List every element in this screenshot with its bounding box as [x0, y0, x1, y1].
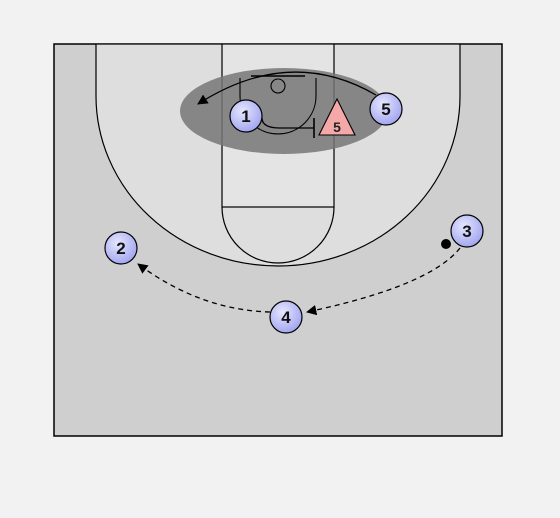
- player-2-label: 2: [116, 239, 125, 258]
- player-4[interactable]: 4: [269, 300, 303, 334]
- player-4-label: 4: [281, 308, 291, 327]
- screen-line-1: [261, 117, 314, 129]
- free-throw-circle: [221, 206, 335, 264]
- player-2[interactable]: 2: [104, 231, 138, 265]
- cut-arrow-5: [197, 71, 377, 105]
- player-5-label: 5: [381, 100, 390, 119]
- defender-5[interactable]: 5: [318, 97, 356, 136]
- basket-rim: [270, 78, 286, 94]
- player-1[interactable]: 1: [229, 99, 263, 133]
- highlight-zone: [180, 68, 388, 154]
- player-3-label: 3: [462, 222, 471, 241]
- defender-5-label: 5: [333, 119, 341, 135]
- ball-icon: [441, 239, 451, 249]
- player-5[interactable]: 5: [369, 92, 403, 126]
- player-1-label: 1: [241, 107, 250, 126]
- player-3[interactable]: 3: [450, 214, 484, 248]
- pass-arrow-3-to-4: [305, 247, 461, 316]
